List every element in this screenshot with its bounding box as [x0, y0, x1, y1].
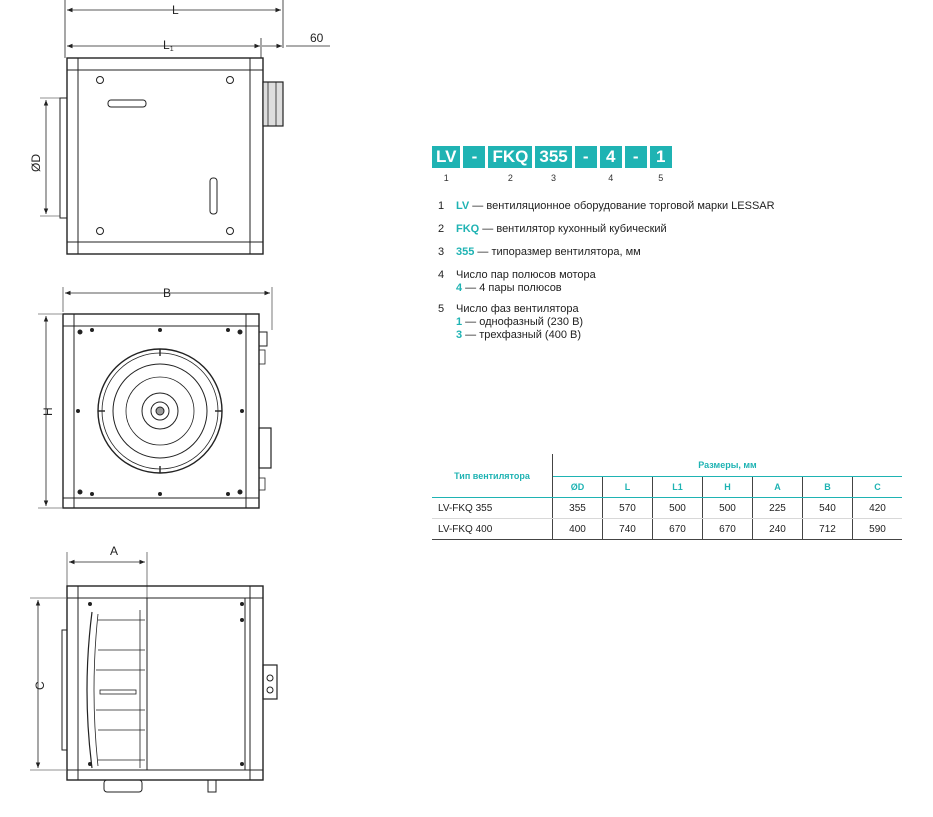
column-header: ØD: [552, 476, 603, 498]
column-header: H: [702, 476, 753, 498]
legend-item: 2 FKQ — вентилятор кухонный кубический: [438, 223, 918, 236]
value-cell: 590: [852, 518, 902, 540]
model-code-legend: 1 LV — вентиляционное оборудование торго…: [438, 200, 918, 352]
code-part: FKQ 2: [488, 146, 533, 183]
dim-label-L: L: [172, 3, 179, 17]
legend-number: 1: [438, 200, 445, 212]
code-box: -: [574, 146, 597, 168]
column-header: L: [602, 476, 653, 498]
type-cell: LV-FKQ 400: [432, 518, 553, 540]
drawings-svg: L L1 60 ØD B H A C: [29, 0, 330, 793]
code-box: FKQ: [488, 146, 533, 168]
legend-text: — однофазный (230 В): [462, 316, 584, 328]
value-cell: 540: [802, 497, 853, 519]
table-row: LV-FKQ 355 355 570 500 500 225 540 420: [432, 497, 902, 519]
column-header: L1: [652, 476, 703, 498]
legend-code: FKQ: [456, 223, 480, 235]
legend-number: 4: [438, 269, 445, 281]
value-cell: 500: [652, 497, 703, 519]
code-number: 5: [658, 173, 664, 183]
dim-label-C: C: [33, 681, 47, 690]
front-view-drawing: [38, 287, 273, 509]
legend-code: 355: [456, 246, 475, 258]
legend-number: 5: [438, 303, 445, 315]
column-header: B: [802, 476, 853, 498]
dimensions-table: Тип вентилятора Размеры, мм ØD L L1 H A …: [432, 454, 902, 540]
legend-text: — вентиляционное оборудование торговой м…: [469, 200, 775, 212]
value-cell: 670: [702, 518, 753, 540]
value-cell: 500: [702, 497, 753, 519]
legend-code: LV: [456, 200, 470, 212]
side-view-drawing: [30, 552, 278, 793]
code-box: 4: [599, 146, 622, 168]
legend-number: 3: [438, 246, 445, 258]
dim-label-L1: L1: [163, 38, 174, 53]
value-cell: 740: [602, 518, 653, 540]
code-part: 355 3: [535, 146, 572, 183]
column-header: C: [852, 476, 902, 498]
code-part: -: [574, 146, 597, 183]
legend-title: Число фаз вентилятора: [456, 303, 579, 315]
legend-sub-item: 4 — 4 пары полюсов: [456, 282, 918, 295]
code-number: 1: [443, 173, 449, 183]
legend-sub-item: 1 — однофазный (230 В): [456, 316, 918, 329]
value-cell: 240: [752, 518, 803, 540]
legend-sub-item: 3 — трехфазный (400 В): [456, 329, 918, 342]
type-cell: LV-FKQ 355: [432, 497, 553, 519]
legend-item: 3 355 — типоразмер вентилятора, мм: [438, 246, 918, 259]
code-number: 4: [608, 173, 614, 183]
code-part: LV 1: [432, 146, 461, 183]
dim-label-H: H: [41, 407, 55, 416]
value-cell: 570: [602, 497, 653, 519]
code-box: LV: [432, 146, 461, 168]
legend-text: — типоразмер вентилятора, мм: [474, 246, 641, 258]
value-cell: 225: [752, 497, 803, 519]
dim-label-60: 60: [310, 31, 324, 45]
legend-text: — вентилятор кухонный кубический: [479, 223, 667, 235]
legend-text: — трехфазный (400 В): [462, 329, 581, 341]
legend-code: 4: [456, 282, 463, 294]
legend-item: 5 Число фаз вентилятора 1 — однофазный (…: [438, 303, 918, 342]
legend-text: — 4 пары полюсов: [462, 282, 562, 294]
top-view-drawing: [40, 0, 330, 255]
dim-label-A: A: [110, 544, 118, 558]
table-group-header: Размеры, мм: [552, 454, 902, 477]
dim-label-D: ØD: [29, 154, 43, 172]
value-cell: 355: [552, 497, 603, 519]
code-number: 3: [551, 173, 557, 183]
code-number: 2: [507, 173, 513, 183]
value-cell: 420: [852, 497, 902, 519]
legend-code: 3: [456, 329, 463, 341]
table-type-header: Тип вентилятора: [432, 454, 553, 498]
code-box: 355: [535, 146, 572, 168]
dim-label-B: B: [163, 286, 171, 300]
legend-code: 1: [456, 316, 463, 328]
technical-drawings: L L1 60 ØD B H A C: [0, 0, 430, 817]
code-box: 1: [649, 146, 672, 168]
legend-item: 4 Число пар полюсов мотора 4 — 4 пары по…: [438, 269, 918, 295]
code-part: -: [624, 146, 647, 183]
legend-title: Число пар полюсов мотора: [456, 269, 596, 281]
code-box: -: [624, 146, 647, 168]
value-cell: 712: [802, 518, 853, 540]
value-cell: 400: [552, 518, 603, 540]
column-header: A: [752, 476, 803, 498]
code-part: -: [463, 146, 486, 183]
table-row: LV-FKQ 400 400 740 670 670 240 712 590: [432, 518, 902, 540]
legend-number: 2: [438, 223, 445, 235]
code-box: -: [463, 146, 486, 168]
value-cell: 670: [652, 518, 703, 540]
legend-item: 1 LV — вентиляционное оборудование торго…: [438, 200, 918, 213]
